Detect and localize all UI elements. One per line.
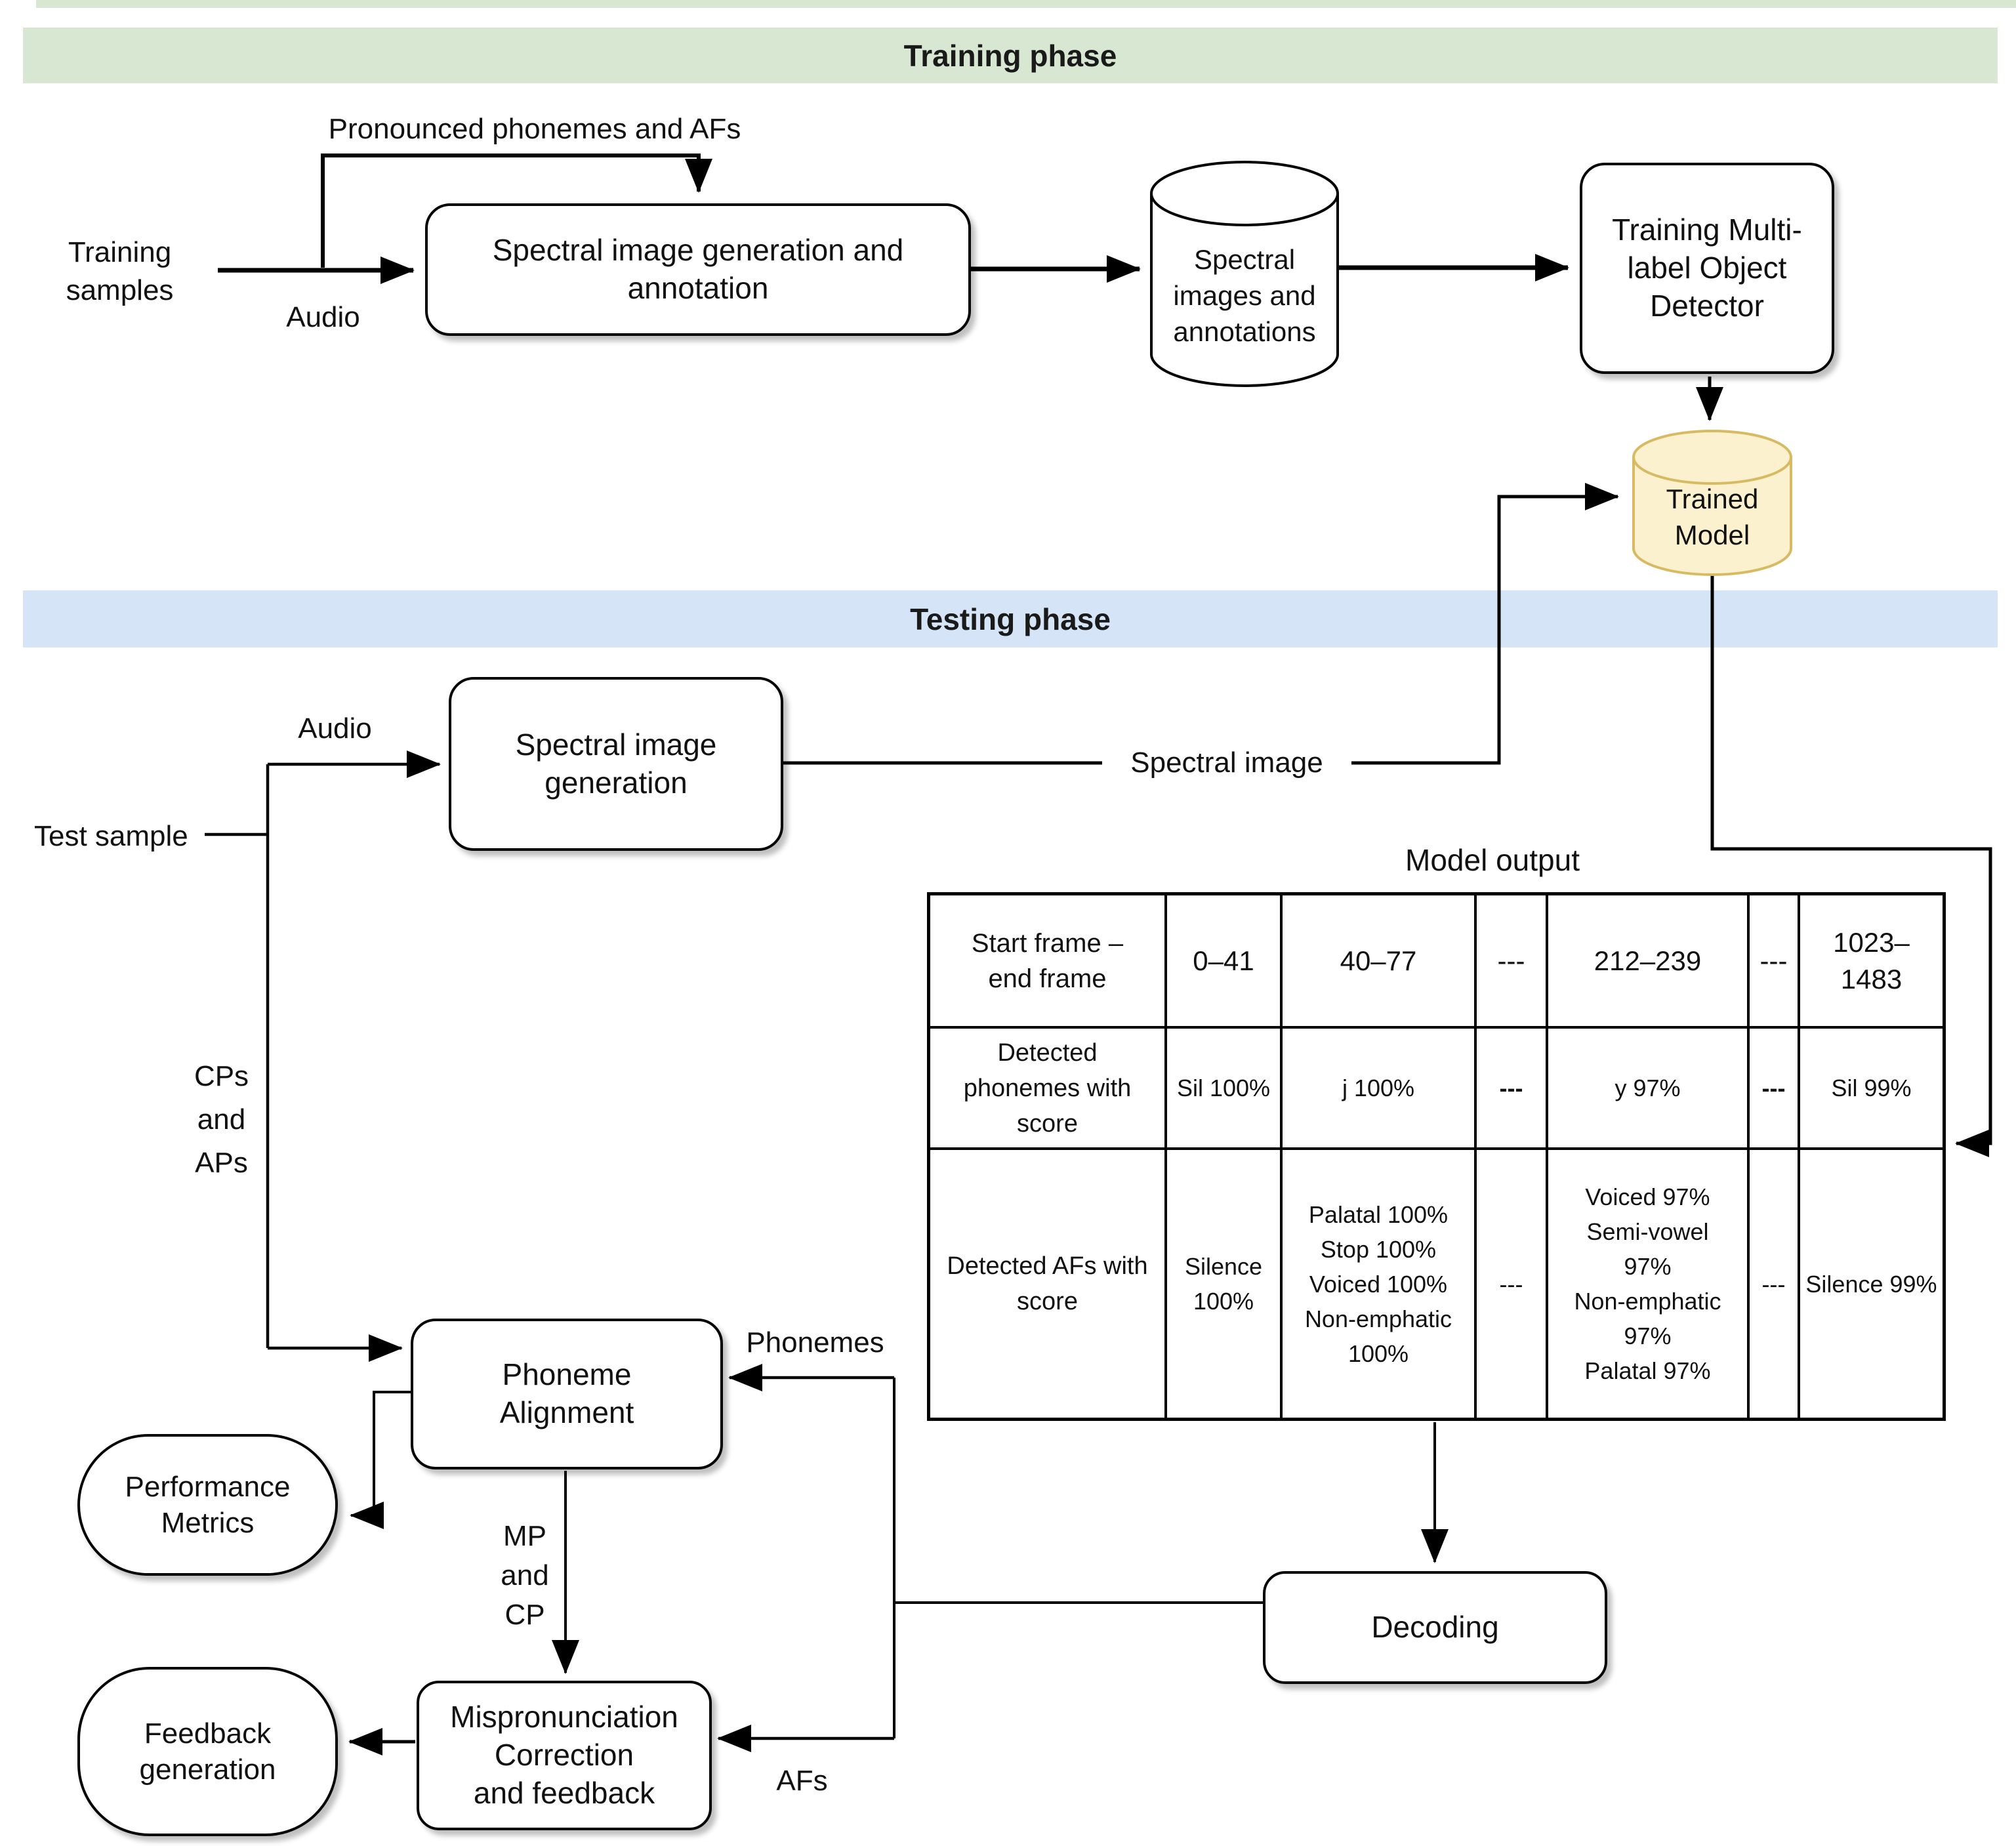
database-cylinder-label: Spectral images and annotations [1173,244,1316,347]
model-output-table: Start frame – end frame 0–41 40–77 --- 2… [927,892,1946,1421]
trained-model-cylinder-top [1632,430,1792,485]
database-cylinder-top [1150,161,1339,226]
table-cell: 0–41 [1167,895,1283,1029]
node-decoding: Decoding [1263,1571,1607,1684]
trained-model-label: Trained Model [1666,483,1759,550]
label-model-output: Model output [1405,843,1580,877]
label-spectral-image: Spectral image [1102,739,1351,787]
node-label: Feedback generation [139,1717,276,1786]
label-training-samples: Training samples [66,236,174,306]
table-cell: Silence 99% [1805,1270,1937,1298]
table-cell: Detected AFs with score [930,1150,1167,1418]
label-pronounced-phonemes-afs: Pronounced phonemes and AFs [328,113,741,145]
table-cell: 1023– 1483 [1800,895,1943,1029]
node-mispronunciation-correction: Mispronunciation Correction and feedback [417,1681,712,1830]
testing-phase-title: Testing phase [910,602,1111,636]
label-cps-and-aps: CPs and APs [194,1060,249,1179]
node-label: Performance Metrics [125,1470,291,1539]
table-cell: Detected phonemes with score [930,1029,1167,1150]
table-cell: Silence 100% [1167,1150,1283,1418]
label-phonemes: Phonemes [746,1326,884,1359]
node-label: Mispronunciation Correction and feedback [450,1700,678,1810]
label-afs: AFs [776,1765,828,1797]
label-test-sample: Test sample [34,820,188,852]
table-cell: Sil 99% [1800,1029,1943,1150]
node-label: Spectral image generation [515,727,717,800]
arrow-spectral-image-to-trained-model [783,483,1619,765]
testing-phase-banner: Testing phase [23,590,1998,647]
node-spectral-image-generation: Spectral image generation [449,677,783,851]
table-cell: --- [1750,895,1800,1029]
table-cell: Voiced 97% Semi-vowel 97% Non-emphatic 9… [1548,1150,1750,1418]
node-feedback-generation: Feedback generation [77,1667,338,1836]
trained-model-cylinder-body [1632,457,1792,576]
top-green-strip [36,0,2016,8]
table-cell: --- [1750,1029,1800,1150]
node-spectral-image-generation-annotation: Spectral image generation and annotation [425,203,971,336]
node-training-multilabel-object-detector: Training Multi- label Object Detector [1580,163,1834,374]
table-cell: --- [1477,1029,1548,1150]
arrow-pronounced-branch [321,154,712,268]
table-cell: 212–239 [1548,895,1750,1029]
arrow-alignment-to-performance-metrics [350,1391,411,1529]
node-label: Decoding [1371,1610,1499,1645]
node-label: Spectral image generation and annotation [492,233,904,305]
table-cell: --- [1750,1150,1800,1418]
node-phoneme-alignment: Phoneme Alignment [411,1319,723,1469]
arrow-trained-model-to-table [1710,575,1992,1157]
label-audio-training: Audio [286,301,360,333]
node-label: Phoneme Alignment [499,1357,634,1429]
database-cylinder-body [1150,194,1339,387]
table-cell: --- [1477,895,1548,1029]
table-cell: Start frame – end frame [930,895,1167,1029]
node-label: Training Multi- label Object Detector [1612,213,1802,323]
label-mp-and-cp: MP and CP [501,1520,549,1631]
label-audio-testing: Audio [298,712,372,745]
training-phase-title: Training phase [903,38,1117,73]
training-phase-banner: Training phase [23,28,1998,83]
node-performance-metrics: Performance Metrics [77,1434,338,1576]
table-cell: Sil 100% [1167,1029,1283,1150]
table-cell: 40–77 [1283,895,1477,1029]
table-cell: --- [1477,1150,1548,1418]
table-cell: y 97% [1548,1029,1750,1150]
table-cell: j 100% [1283,1029,1477,1150]
table-cell: Palatal 100% Stop 100% Voiced 100% Non-e… [1283,1150,1477,1418]
